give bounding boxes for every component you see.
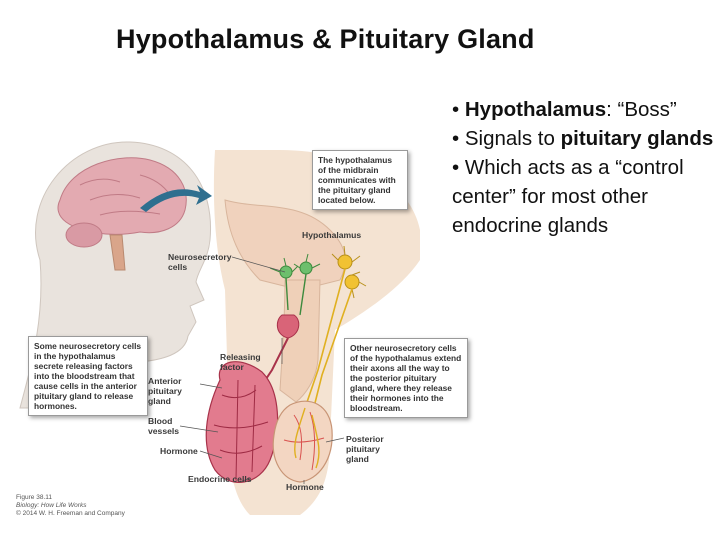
bullet-control-center: • Which acts as a “control center” for m…	[452, 156, 684, 237]
arrow	[140, 185, 212, 212]
brain	[57, 157, 187, 235]
neurosecretory-cells-green	[269, 253, 321, 279]
label-blood-vessels: Blood vessels	[148, 416, 180, 436]
brain-stem	[109, 234, 126, 271]
label-anterior-pituitary: Anterior pituitary gland	[148, 376, 182, 406]
figure-credit: Figure 38.11 Biology: How Life Works © 2…	[16, 494, 125, 517]
callout-right: Other neurosecretory cells of the hypoth…	[344, 338, 468, 418]
label-hormone-bottom: Hormone	[286, 482, 324, 492]
label-hormone-left: Hormone	[160, 446, 198, 456]
hypothalamus-pituitary-figure: The hypothalamus of the midbrain communi…	[0, 140, 470, 520]
bullet-bold: Hypothalamus	[464, 98, 607, 121]
axons-yellow	[304, 268, 353, 416]
label-endocrine-cells: Endocrine cells	[188, 474, 252, 484]
bullet-signals: • Signals to pituitary glands	[452, 127, 714, 150]
axons-green	[285, 273, 307, 316]
slide-title: Hypothalamus & Pituitary Gland	[116, 24, 535, 54]
portal-capillary	[276, 314, 300, 339]
label-posterior-pituitary: Posterior pituitary gland	[346, 434, 384, 464]
label-neurosecretory-cells: Neurosecretory cells	[168, 252, 232, 272]
cerebellum	[65, 222, 103, 248]
label-releasing-factor: Releasing factor	[220, 352, 261, 372]
bullet-bold: pituitary glands	[560, 127, 714, 150]
label-hypothalamus: Hypothalamus	[302, 230, 362, 240]
callout-top: The hypothalamus of the midbrain communi…	[312, 150, 408, 210]
anterior-pituitary-gland	[205, 361, 279, 483]
bullet-list: • Hypothalamus: “Boss” • Signals to pitu…	[452, 95, 720, 240]
bullet-hypothalamus: • Hypothalamus: “Boss”	[452, 98, 677, 121]
callout-left: Some neurosecretory cells in the hypotha…	[28, 336, 148, 416]
